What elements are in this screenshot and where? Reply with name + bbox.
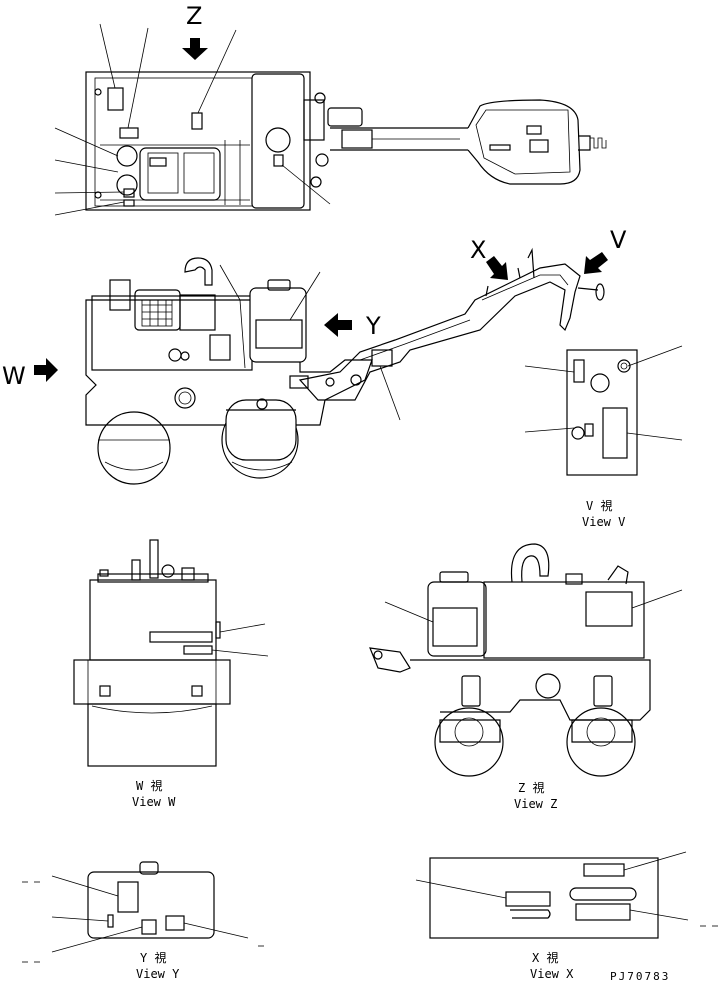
side-fuel-tank	[249, 287, 307, 363]
leader-top-6	[54, 191, 125, 194]
leader-top-3	[197, 29, 237, 114]
leader-x-1	[415, 879, 507, 899]
w-decal-2	[183, 645, 213, 655]
leader-top-7	[54, 201, 125, 216]
x-arrow-icon	[486, 256, 508, 280]
view-w-panel: W 視 View W	[73, 539, 269, 809]
z-caption-en: View Z	[514, 797, 557, 811]
edge-dashes	[22, 881, 718, 963]
y-panel-outline	[87, 871, 215, 939]
leader-v-1	[524, 365, 575, 373]
x-decal-2	[505, 891, 551, 907]
leader-z-2	[631, 589, 683, 609]
leader-y-2	[51, 916, 109, 922]
w-decal-1	[149, 631, 213, 643]
x-marker-label: X	[470, 236, 486, 264]
top-engine	[139, 147, 221, 201]
leader-top-2	[127, 27, 149, 129]
z-decal-1	[432, 607, 478, 647]
z-hitch	[369, 647, 411, 673]
drawing-code: PJ70783	[610, 970, 670, 983]
side-handle	[298, 263, 581, 401]
view-y-panel: Y 視 View Y	[51, 861, 249, 981]
decal-top-right	[273, 154, 284, 167]
z-arrow-icon	[182, 38, 208, 60]
z-rear-drum	[566, 707, 636, 777]
top-plan-view: Z	[54, 2, 607, 216]
decal-handle	[371, 349, 393, 367]
top-frame	[85, 71, 311, 211]
z-front-drum	[434, 707, 504, 777]
decal-top-1	[107, 87, 124, 111]
z-decal-2	[585, 591, 633, 627]
x-caption-en: View X	[530, 967, 574, 981]
y-caption-jp: Y 視	[140, 950, 166, 965]
leader-top-1	[99, 23, 116, 89]
w-frame	[73, 659, 231, 705]
leader-side-2	[379, 365, 401, 421]
decal-fuel-tank	[255, 319, 303, 349]
z-caption-jp: Z 視	[518, 780, 544, 795]
leader-side-1	[289, 271, 321, 321]
y-decal-4	[165, 915, 185, 931]
view-z-panel: Z 視 View Z	[369, 543, 683, 811]
v-key-icon	[617, 359, 631, 373]
w-arrow-icon	[34, 358, 58, 382]
v-decal-1	[573, 359, 585, 383]
z-marker-label: Z	[186, 2, 202, 30]
view-v-panel: V 視 View V	[524, 345, 683, 529]
x-decal-1	[583, 863, 625, 877]
v-caption-jp: V 視	[586, 498, 612, 513]
leader-top-4	[54, 127, 119, 157]
decal-top-3	[191, 112, 203, 130]
leader-w-1	[219, 623, 266, 633]
y-caption-en: View Y	[136, 967, 180, 981]
w-caption-jp: W 視	[136, 778, 162, 793]
v-panel-outline	[566, 349, 638, 476]
leader-y-1	[51, 875, 119, 897]
y-decal-2	[107, 914, 114, 928]
leader-x-3	[629, 909, 689, 921]
y-decal-3	[141, 919, 157, 935]
y-arrow-icon	[324, 313, 352, 337]
x-decal-3	[575, 903, 631, 921]
front-drum	[97, 411, 171, 485]
leader-z-1	[384, 601, 434, 623]
view-x-panel: X 視 View X	[415, 851, 689, 981]
x-caption-jp: X 視	[532, 950, 558, 965]
leader-y-3	[51, 926, 143, 953]
w-drum	[87, 703, 217, 767]
decal-top-2	[119, 127, 139, 139]
w-marker-label: W	[2, 362, 26, 390]
y-marker-label: Y	[365, 312, 381, 340]
z-engine-cover	[483, 581, 645, 659]
leader-v-2	[627, 345, 683, 367]
v-marker-label: V	[610, 226, 627, 254]
leader-top-5	[54, 159, 119, 173]
leader-v-3	[524, 427, 575, 433]
w-engine-block	[89, 579, 217, 661]
y-decal-1	[117, 881, 139, 913]
v-arrow-icon	[584, 252, 608, 274]
leader-w-2	[211, 649, 269, 657]
side-view: W Y X V	[2, 226, 627, 485]
side-body	[85, 299, 373, 426]
leader-x-2	[623, 851, 687, 871]
v-caption-en: View V	[582, 515, 625, 529]
leader-top-8	[281, 164, 331, 205]
v-switch-icon	[571, 426, 585, 440]
v-decal-2	[602, 407, 628, 459]
w-caption-en: View W	[132, 795, 176, 809]
leader-y-4	[183, 922, 249, 939]
leader-v-4	[626, 432, 683, 441]
x-panel-outline	[429, 857, 659, 939]
top-fuel-tank	[251, 73, 305, 209]
